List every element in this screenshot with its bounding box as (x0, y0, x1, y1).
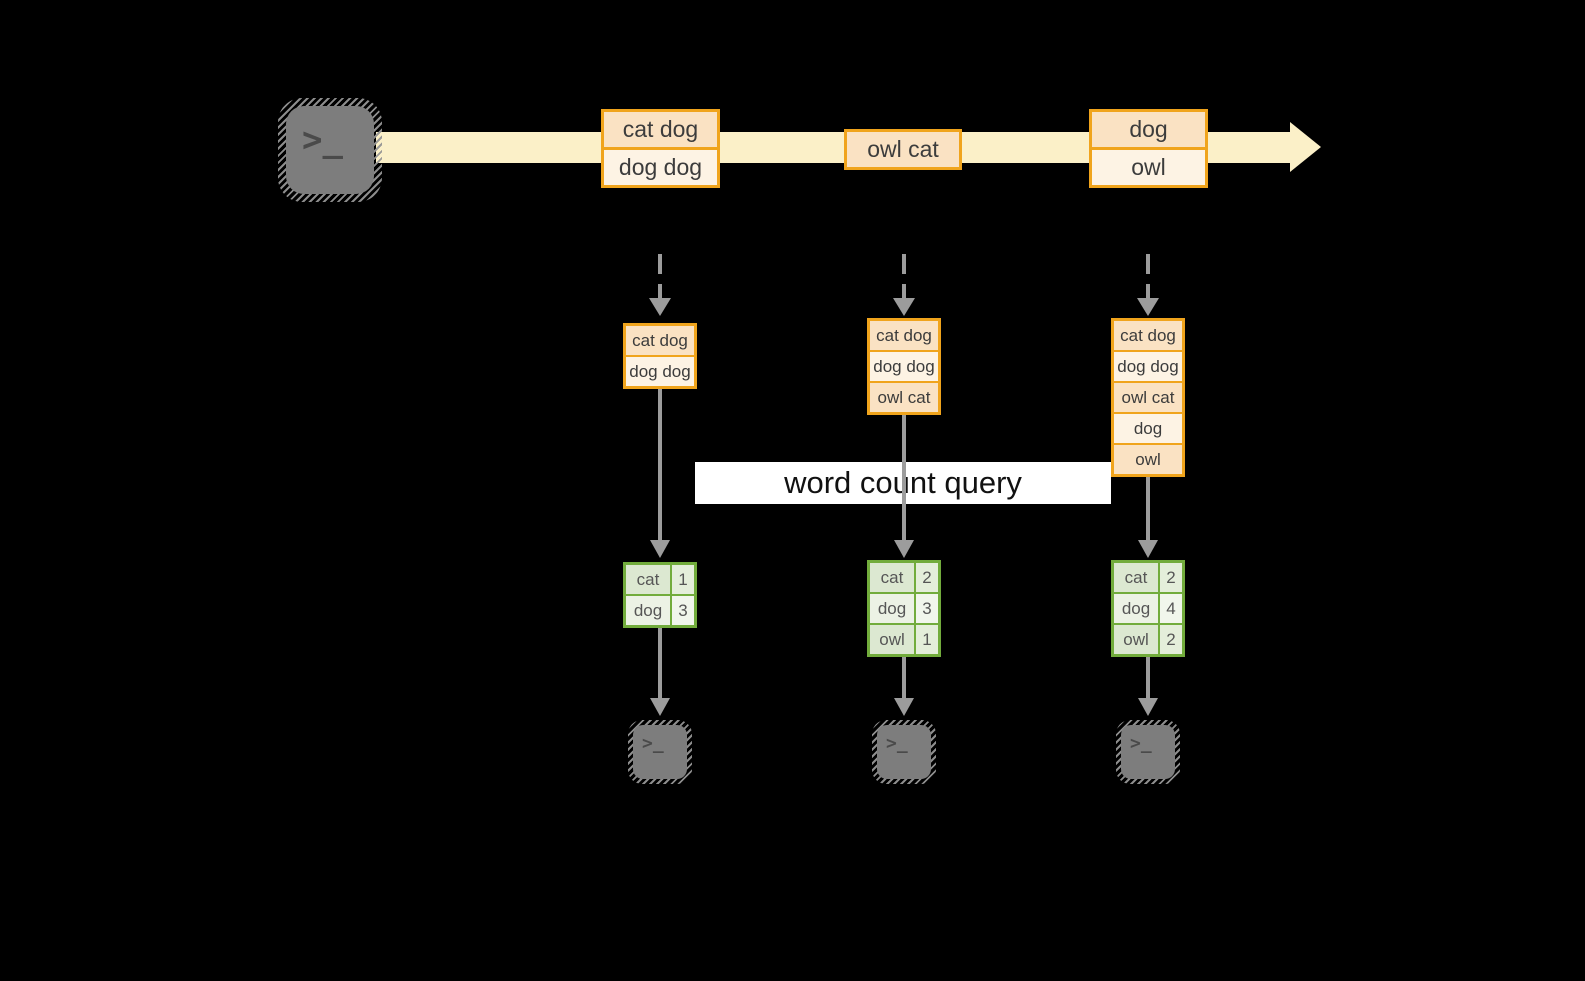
count-table-2: cat 2 dog 3 owl 1 (867, 560, 941, 657)
terminal-prompt-glyph: >_ (1130, 733, 1152, 754)
word-cell: dog (1114, 594, 1160, 623)
state-stack-3: cat dog dog dog owl cat dog owl (1111, 318, 1185, 477)
flow-arrow-line (902, 657, 906, 698)
flow-arrow-line (658, 628, 662, 698)
dashed-arrow-icon (658, 254, 662, 300)
word-cell: dog (626, 596, 672, 625)
state-stack-1: cat dog dog dog (623, 323, 697, 389)
dashed-arrowhead-icon (893, 298, 915, 316)
state-row: cat dog (870, 321, 938, 350)
flow-arrowhead-icon (1138, 698, 1158, 716)
count-cell: 4 (1160, 594, 1182, 623)
flow-arrowhead-icon (894, 698, 914, 716)
terminal-icon-body: >_ (286, 106, 374, 194)
count-row: owl 2 (1114, 623, 1182, 654)
count-row: cat 1 (626, 565, 694, 594)
dashed-arrowhead-icon (649, 298, 671, 316)
dashed-arrowhead-icon (1137, 298, 1159, 316)
flow-arrowhead-icon (650, 540, 670, 558)
count-cell: 1 (672, 565, 694, 594)
stream-arrow-head (1290, 122, 1321, 172)
state-row: owl cat (870, 381, 938, 412)
flow-arrow-line (658, 389, 662, 540)
count-cell: 3 (916, 594, 938, 623)
state-row: dog (1114, 412, 1182, 443)
event-box-1: cat dog dog dog (601, 109, 720, 188)
event-row: owl (1092, 147, 1205, 185)
word-cell: dog (870, 594, 916, 623)
count-cell: 2 (916, 563, 938, 592)
event-row: dog (1092, 112, 1205, 147)
count-row: cat 2 (1114, 563, 1182, 592)
state-row: cat dog (1114, 321, 1182, 350)
state-row: dog dog (626, 355, 694, 386)
terminal-icon-body: >_ (633, 725, 687, 779)
flow-arrowhead-icon (650, 698, 670, 716)
state-row: cat dog (626, 326, 694, 355)
word-cell: owl (1114, 625, 1160, 654)
count-cell: 1 (916, 625, 938, 654)
event-row: cat dog (604, 112, 717, 147)
count-cell: 2 (1160, 625, 1182, 654)
state-row: owl (1114, 443, 1182, 474)
terminal-icon: >_ (872, 720, 936, 784)
word-cell: cat (1114, 563, 1160, 592)
event-row: owl cat (847, 132, 959, 167)
count-cell: 3 (672, 596, 694, 625)
state-stack-2: cat dog dog dog owl cat (867, 318, 941, 415)
count-row: owl 1 (870, 623, 938, 654)
event-box-2: owl cat (844, 129, 962, 170)
terminal-icon: >_ (628, 720, 692, 784)
terminal-icon-body: >_ (877, 725, 931, 779)
flow-arrowhead-icon (1138, 540, 1158, 558)
count-table-3: cat 2 dog 4 owl 2 (1111, 560, 1185, 657)
terminal-icon-body: >_ (1121, 725, 1175, 779)
dashed-arrow-icon (1146, 254, 1150, 300)
event-box-3: dog owl (1089, 109, 1208, 188)
terminal-prompt-glyph: >_ (302, 120, 343, 160)
flow-arrow-line (902, 415, 906, 540)
word-cell: cat (626, 565, 672, 594)
dashed-arrow-icon (902, 254, 906, 300)
flow-arrowhead-icon (894, 540, 914, 558)
terminal-icon: >_ (1116, 720, 1180, 784)
word-cell: owl (870, 625, 916, 654)
flow-arrow-line (1146, 657, 1150, 698)
count-row: dog 3 (626, 594, 694, 625)
terminal-prompt-glyph: >_ (886, 733, 908, 754)
word-cell: cat (870, 563, 916, 592)
terminal-prompt-glyph: >_ (642, 733, 664, 754)
flow-arrow-line (1146, 477, 1150, 540)
state-row: dog dog (870, 350, 938, 381)
count-table-1: cat 1 dog 3 (623, 562, 697, 628)
state-row: owl cat (1114, 381, 1182, 412)
count-row: cat 2 (870, 563, 938, 592)
state-row: dog dog (1114, 350, 1182, 381)
count-row: dog 3 (870, 592, 938, 623)
count-cell: 2 (1160, 563, 1182, 592)
terminal-icon: >_ (278, 98, 382, 202)
count-row: dog 4 (1114, 592, 1182, 623)
event-row: dog dog (604, 147, 717, 185)
